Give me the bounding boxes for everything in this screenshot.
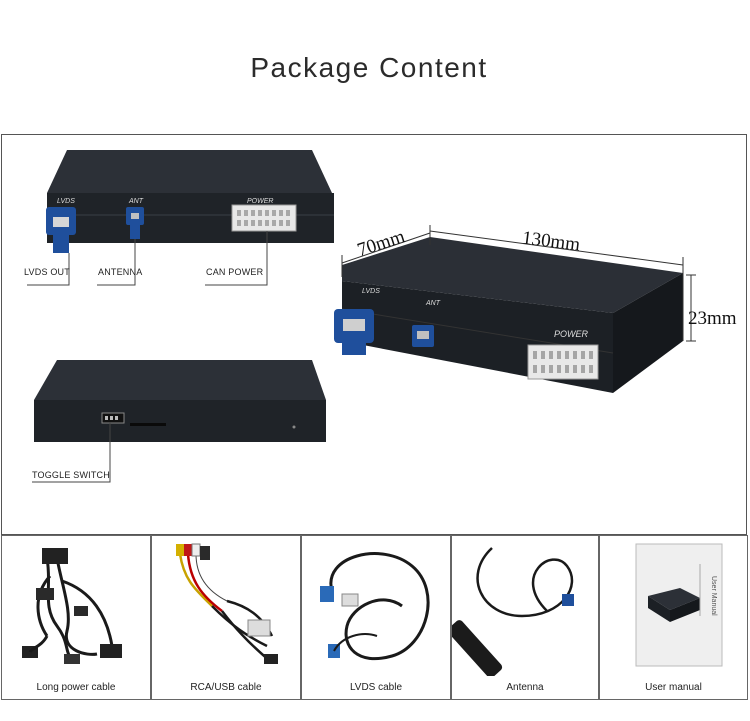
ant-marking-2: ANT (425, 300, 441, 307)
dimension-height: 23mm (688, 308, 737, 329)
user-manual-image: User Manual (635, 543, 723, 667)
rca-usb-cable-image (176, 543, 278, 664)
item-caption: Long power cable (36, 682, 116, 693)
device-perspective-view: LVDS ANT POWER (334, 225, 696, 393)
item-lvds-cable: LVDS cable (301, 535, 451, 700)
ant-marking: ANT (128, 198, 144, 205)
item-user-manual: User Manual User manual (599, 535, 748, 700)
lvds-marking: LVDS (57, 198, 75, 205)
page-title: Package Content (250, 52, 488, 83)
item-long-power-cable: Long power cable (1, 535, 151, 700)
manual-cover-title: User Manual (710, 576, 717, 616)
item-rca-usb-cable: RCA/USB cable (151, 535, 301, 700)
accessory-list: Long power cable RCA/USB cable (1, 535, 749, 701)
antenna-label: ANTENNA (98, 267, 143, 277)
lvds-out-label: LVDS OUT (24, 267, 70, 277)
lvds-marking-2: LVDS (362, 288, 380, 295)
item-caption: LVDS cable (349, 682, 403, 693)
power-marking-2: POWER (554, 329, 589, 339)
toggle-switch-label: TOGGLE SWITCH (32, 470, 110, 480)
can-power-label: CAN POWER (206, 267, 264, 277)
item-antenna: Antenna (451, 535, 599, 700)
lvds-cable-image (320, 552, 430, 661)
power-marking: POWER (247, 198, 273, 205)
item-caption: User manual (645, 682, 702, 693)
item-caption: RCA/USB cable (190, 682, 262, 693)
main-product-panel: LVDS ANT POWER LVDS OUT ANTENNA CAN POWE… (1, 134, 747, 535)
device-front-view: LVDS ANT POWER (27, 150, 334, 286)
device-rear-view (32, 360, 326, 483)
antenna-image (452, 547, 574, 676)
item-caption: Antenna (506, 682, 544, 693)
power-cable-image (22, 548, 122, 664)
